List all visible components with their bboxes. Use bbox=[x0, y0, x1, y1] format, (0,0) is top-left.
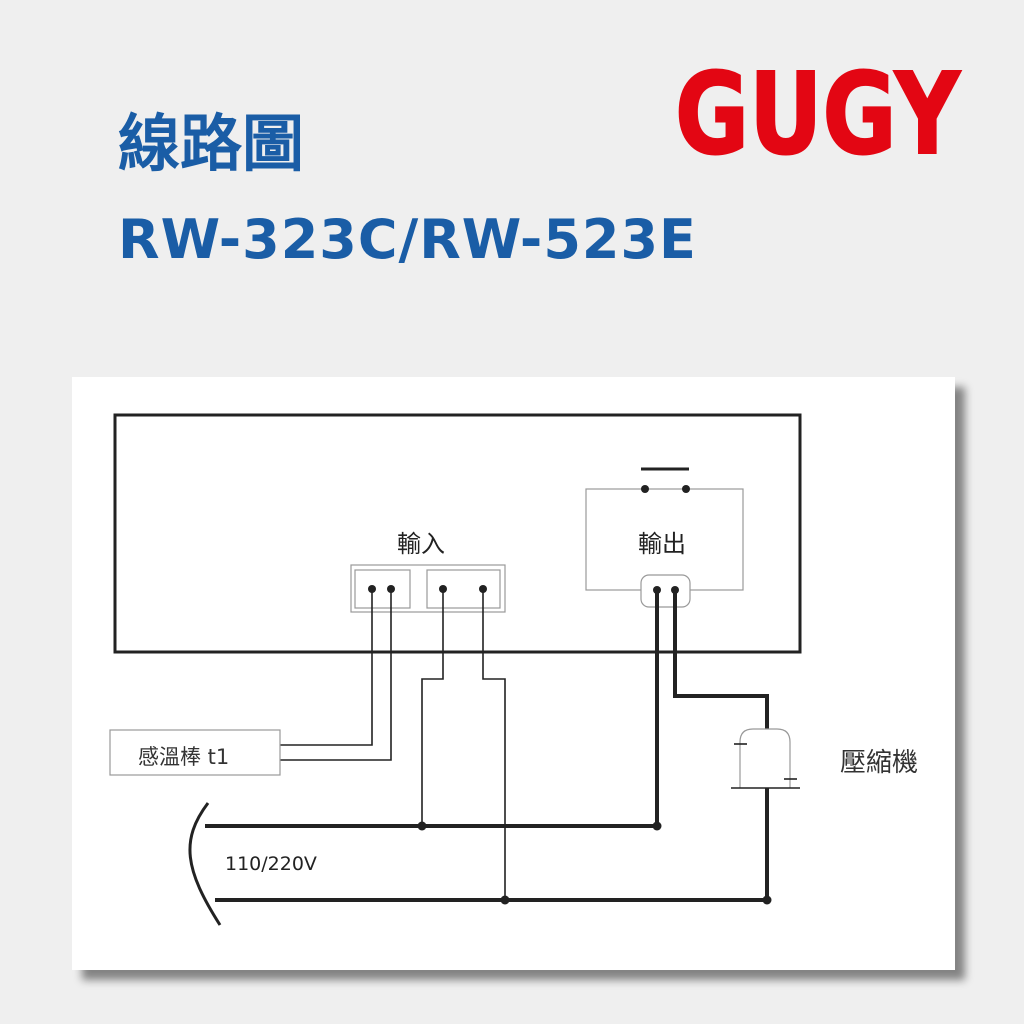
wiring-diagram: 輸入 輸出 感溫棒 t1 壓縮機 110/220V bbox=[109, 413, 918, 926]
model-number: RW-323C/RW-523E bbox=[118, 208, 697, 271]
gugy-logo: GUGY bbox=[675, 58, 963, 163]
page-title: 線路圖 bbox=[118, 107, 305, 180]
output-connector bbox=[640, 574, 691, 608]
compressor-symbol bbox=[739, 728, 791, 788]
wiring-diagram-card: 輸入 輸出 感溫棒 t1 壓縮機 110/220V bbox=[72, 377, 955, 970]
compressor-label: 壓縮機 bbox=[840, 748, 918, 778]
svg-text:GUGY: GUGY bbox=[675, 58, 962, 163]
power-cable-break bbox=[188, 802, 222, 926]
output-label: 輸出 bbox=[638, 530, 686, 558]
sensor-label: 感溫棒 t1 bbox=[138, 745, 229, 769]
controller-box bbox=[113, 413, 802, 654]
power-label: 110/220V bbox=[225, 853, 317, 875]
input-terminal-block bbox=[350, 564, 506, 613]
input-label: 輸入 bbox=[397, 530, 445, 558]
sensor-box bbox=[109, 729, 281, 776]
